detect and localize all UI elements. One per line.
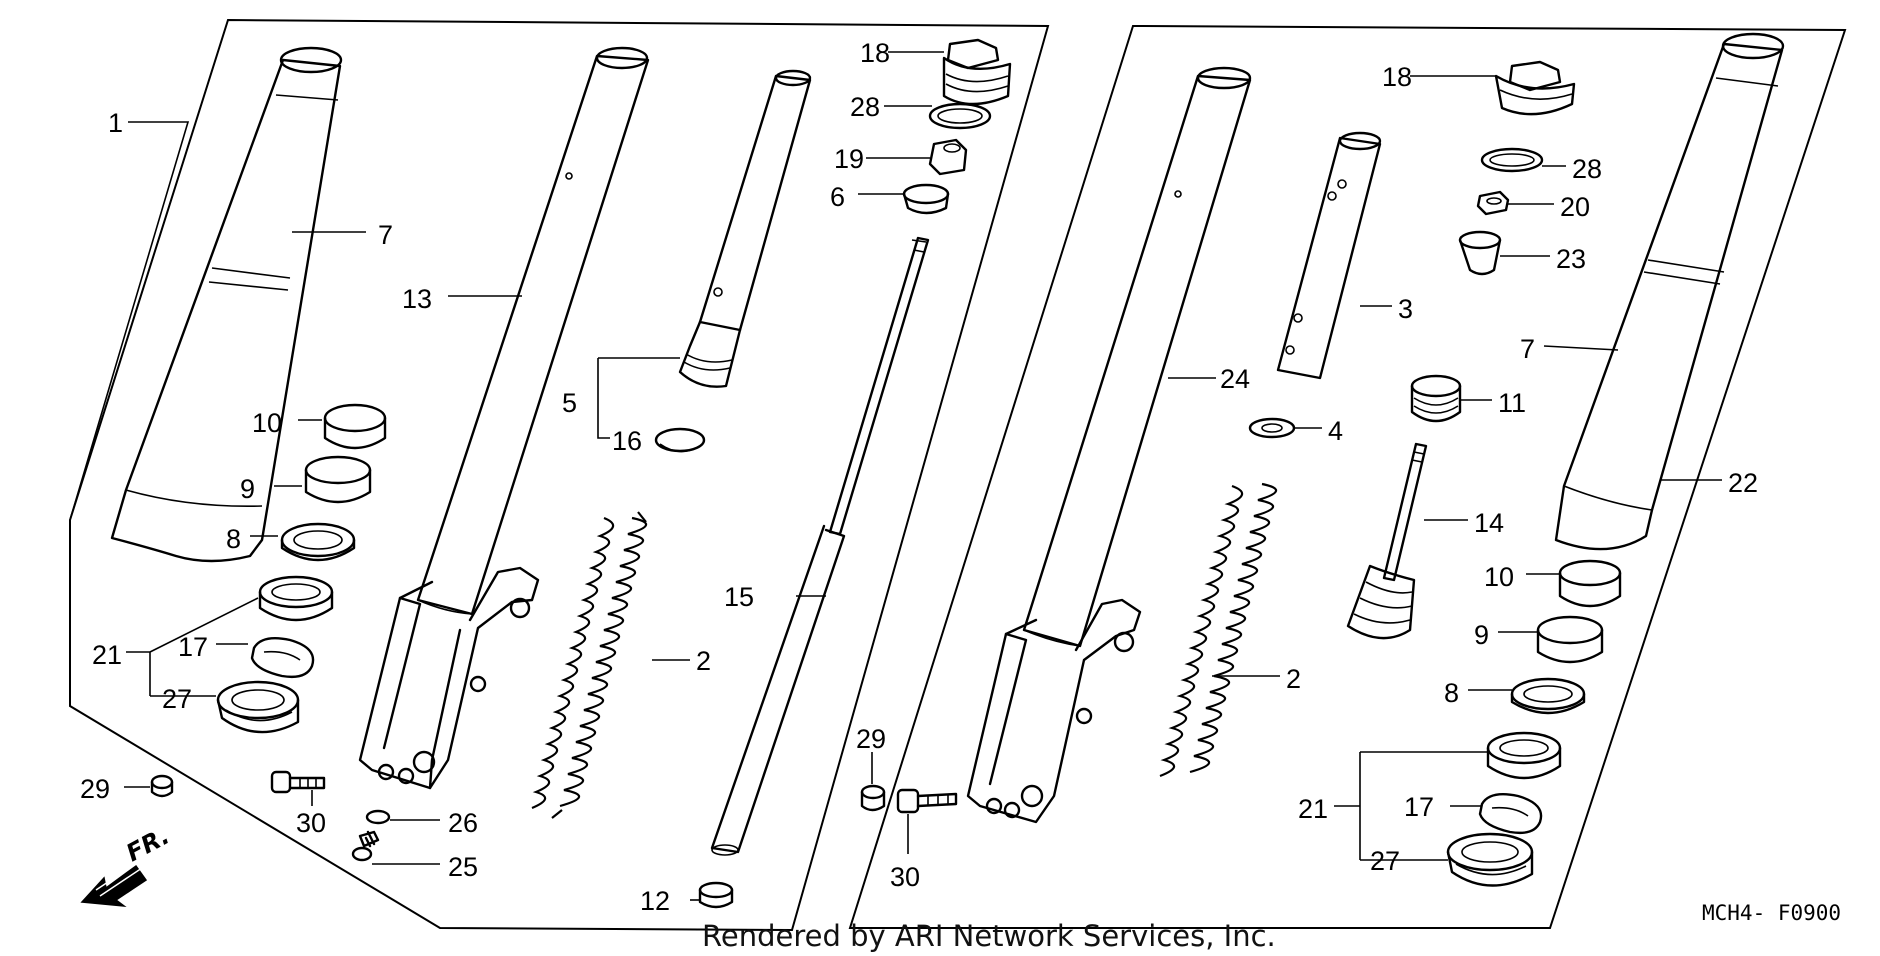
oil-seal-21-left bbox=[258, 575, 334, 622]
spring-2-right bbox=[1159, 482, 1278, 778]
bushing-10-left bbox=[323, 403, 387, 450]
callout-14: 14 bbox=[1474, 508, 1504, 538]
callout-18-right: 18 bbox=[1382, 62, 1412, 92]
callout-5: 5 bbox=[562, 388, 577, 418]
callout-30-mid: 30 bbox=[890, 862, 920, 892]
callout-12: 12 bbox=[640, 886, 670, 916]
collar-23 bbox=[1458, 230, 1502, 276]
callout-8-right: 8 bbox=[1444, 678, 1459, 708]
callout-9-left: 9 bbox=[240, 474, 255, 504]
callout-13: 13 bbox=[402, 284, 432, 314]
credit-text: Rendered by ARI Network Services, Inc. bbox=[702, 919, 1276, 953]
callout-10-right: 10 bbox=[1484, 562, 1514, 592]
dust-seal-27-left bbox=[216, 680, 300, 734]
callout-numbers: 1 7 13 10 9 8 21 17 27 29 30 26 25 5 16 … bbox=[80, 38, 1758, 916]
callout-29-left: 29 bbox=[80, 774, 110, 804]
bushing-10-right bbox=[1558, 559, 1622, 608]
washer-4 bbox=[1248, 417, 1296, 439]
rebound-rod-14 bbox=[1346, 442, 1428, 640]
direction-label: FR. bbox=[122, 822, 174, 868]
callout-16: 16 bbox=[612, 426, 642, 456]
right-panel-frame bbox=[848, 24, 1847, 929]
washer-8-right bbox=[1510, 677, 1586, 715]
callout-1: 1 bbox=[108, 108, 123, 138]
callout-30-left: 30 bbox=[296, 808, 326, 838]
cap-12 bbox=[698, 881, 734, 909]
callout-17-left: 17 bbox=[178, 632, 208, 662]
bolt-30-mid bbox=[896, 788, 958, 814]
cap-29-mid bbox=[860, 784, 886, 812]
callout-29-mid: 29 bbox=[856, 724, 886, 754]
front-direction-arrow: FR. bbox=[80, 822, 174, 907]
callout-26: 26 bbox=[448, 808, 478, 838]
outer-fork-tube-right bbox=[1554, 32, 1785, 551]
damper-rod-5 bbox=[678, 69, 812, 388]
collar-11 bbox=[1410, 374, 1462, 423]
clip-17-right bbox=[1478, 793, 1543, 835]
inner-fork-tube-13 bbox=[358, 46, 650, 790]
washer-8-left bbox=[280, 522, 356, 562]
nut-19 bbox=[928, 138, 968, 176]
callout-21-right: 21 bbox=[1298, 794, 1328, 824]
left-panel-frame bbox=[69, 18, 1050, 932]
callout-17-right: 17 bbox=[1404, 792, 1434, 822]
o-ring-28-right bbox=[1480, 147, 1544, 173]
diagram-code: MCH4- F0900 bbox=[1702, 901, 1841, 925]
o-ring-28-left bbox=[928, 102, 992, 130]
outer-fork-tube-left bbox=[110, 46, 343, 563]
washer-26 bbox=[365, 809, 391, 825]
bushing-9-right bbox=[1536, 615, 1604, 664]
callout-21-left: 21 bbox=[92, 640, 122, 670]
callout-8-left: 8 bbox=[226, 524, 241, 554]
inner-fork-tube-24 bbox=[966, 66, 1252, 824]
callout-10-left: 10 bbox=[252, 408, 282, 438]
callout-7-right: 7 bbox=[1520, 334, 1535, 364]
callout-28-right: 28 bbox=[1572, 154, 1602, 184]
leader-lines bbox=[69, 51, 1722, 901]
spring-2-left bbox=[531, 511, 648, 819]
callout-15: 15 bbox=[724, 582, 754, 612]
seat-6 bbox=[902, 183, 950, 215]
callout-28-left: 28 bbox=[850, 92, 880, 122]
callout-3: 3 bbox=[1398, 294, 1413, 324]
callout-25: 25 bbox=[448, 852, 478, 882]
callout-4: 4 bbox=[1328, 416, 1343, 446]
callout-9-right: 9 bbox=[1474, 620, 1489, 650]
dust-seal-27-right bbox=[1446, 832, 1534, 887]
nut-20 bbox=[1476, 190, 1510, 216]
callout-2-right: 2 bbox=[1286, 664, 1301, 694]
callout-27-left: 27 bbox=[162, 684, 192, 714]
fork-bolt-18-right bbox=[1494, 60, 1576, 116]
bushing-9-left bbox=[304, 455, 372, 504]
callout-20: 20 bbox=[1560, 192, 1590, 222]
fork-pipe-15 bbox=[710, 236, 930, 856]
callout-22: 22 bbox=[1728, 468, 1758, 498]
cap-29-left bbox=[150, 774, 174, 798]
ring-16 bbox=[654, 427, 706, 453]
callout-11: 11 bbox=[1498, 388, 1526, 418]
callout-6: 6 bbox=[830, 182, 845, 212]
callout-24: 24 bbox=[1220, 364, 1250, 394]
callout-19: 19 bbox=[834, 144, 864, 174]
callout-7-left: 7 bbox=[378, 220, 393, 250]
screw-25 bbox=[351, 830, 380, 862]
damper-rod-3 bbox=[1276, 131, 1382, 380]
callout-2-left: 2 bbox=[696, 646, 711, 676]
oil-seal-21-right bbox=[1486, 731, 1562, 780]
bolt-30-left bbox=[270, 770, 326, 794]
fork-bolt-18-left bbox=[942, 38, 1012, 106]
callout-23: 23 bbox=[1556, 244, 1586, 274]
clip-17-left bbox=[250, 637, 315, 679]
callout-18-left: 18 bbox=[860, 38, 890, 68]
callout-27-right: 27 bbox=[1370, 846, 1400, 876]
